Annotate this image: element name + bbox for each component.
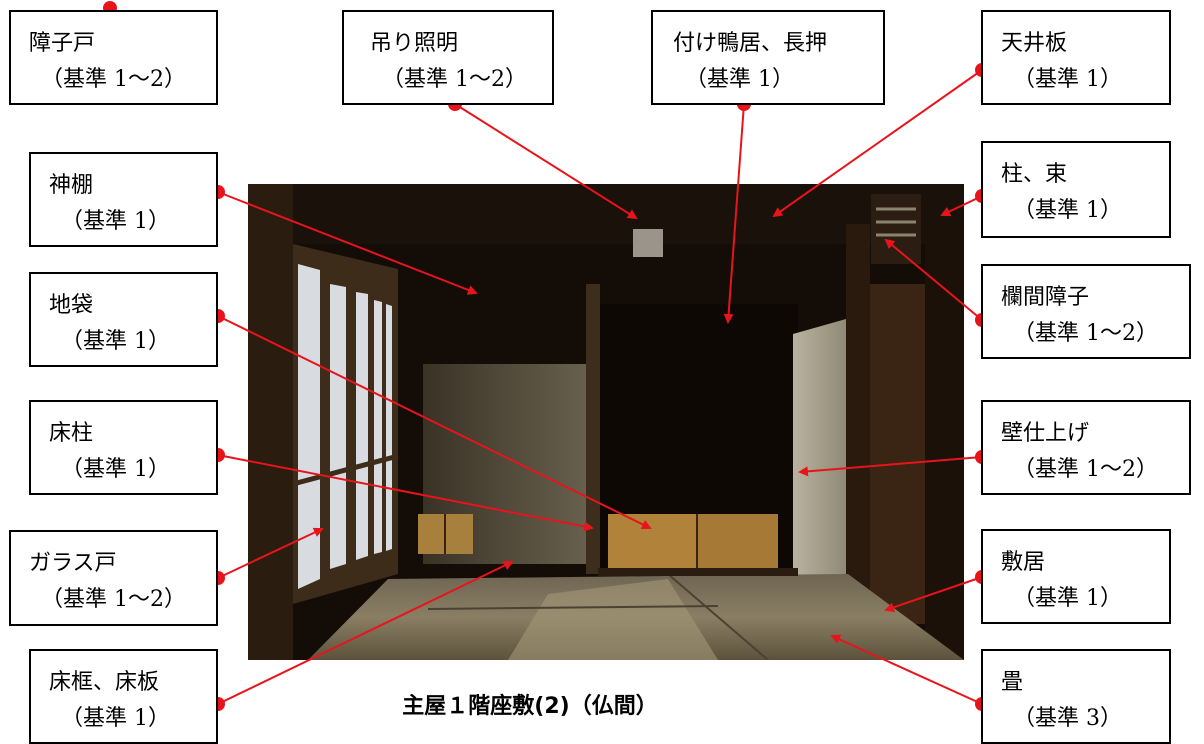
label-yukagamachi-name: 床框、床板 [49,670,160,695]
label-hashira-tsuka-name: 柱、束 [1001,162,1068,187]
leader-kabe [798,456,983,477]
label-jibukuro: 地袋 （基準 1） [29,272,218,367]
label-kabe-shiage-standard: （基準 1〜2） [1013,457,1158,482]
label-tokobashira-standard: （基準 1） [61,457,170,482]
leader-tatami [830,634,983,705]
room-photo [248,184,964,660]
leader-tsuri-shomei [454,103,638,220]
label-ranma-shoji-name: 欄間障子 [1001,285,1090,310]
label-yukagamachi-standard: （基準 1） [61,706,170,731]
label-kabe-shiage: 壁仕上げ （基準 1〜2） [981,400,1191,495]
leader-kamidana [217,191,478,295]
label-tatami-standard: （基準 3） [1013,706,1122,731]
label-tsukekamoi-standard: （基準 1） [685,67,794,92]
leader-yukagamachi [217,560,514,705]
label-tenjoita-standard: （基準 1） [1013,67,1122,92]
photo-caption-text: 主屋１階座敷(2)（仏間） [402,694,658,719]
label-hashira-tsuka: 柱、束 （基準 1） [981,141,1171,238]
label-shikii-standard: （基準 1） [1013,586,1122,611]
leader-tenjoita [772,69,983,218]
label-shoji-standard: （基準 1〜2） [41,67,186,92]
label-tsuri-shomei-name: 吊り照明 [370,31,459,56]
label-kamidana-name: 神棚 [49,173,94,198]
leader-garasudo [217,527,324,579]
leader-shikii [884,576,983,613]
leader-ranma [884,238,983,321]
label-shikii-name: 敷居 [1001,550,1046,575]
label-jibukuro-name: 地袋 [49,293,94,318]
label-tenjoita: 天井板 （基準 1） [981,10,1171,105]
label-tsuri-shomei-standard: （基準 1〜2） [382,67,527,92]
label-kamidana-standard: （基準 1） [61,209,170,234]
label-tenjoita-name: 天井板 [1001,31,1068,56]
label-garasudo: ガラス戸 （基準 1〜2） [9,530,218,626]
label-jibukuro-standard: （基準 1） [61,329,170,354]
label-shoji: 障子戸 （基準 1〜2） [9,10,218,105]
label-hashira-tsuka-standard: （基準 1） [1013,198,1122,223]
photo-caption: 主屋１階座敷(2)（仏間） [0,689,1204,725]
leader-hashira [940,195,983,217]
label-tsukekamoi-name: 付け鴨居、長押 [673,31,828,56]
label-kamidana: 神棚 （基準 1） [29,152,218,247]
label-shoji-name: 障子戸 [29,31,96,56]
label-yukagamachi: 床框、床板 （基準 1） [29,649,218,744]
label-ranma-shoji: 欄間障子 （基準 1〜2） [981,264,1191,359]
leader-tokobashira [217,454,594,532]
label-tsuri-shomei: 吊り照明 （基準 1〜2） [342,10,554,105]
label-shikii: 敷居 （基準 1） [981,529,1171,624]
leader-jibukuro [217,315,652,529]
label-tokobashira-name: 床柱 [49,421,94,446]
label-tokobashira: 床柱 （基準 1） [29,400,218,495]
leader-tsukekamoi [723,103,745,324]
label-kabe-shiage-name: 壁仕上げ [1001,421,1090,446]
label-ranma-shoji-standard: （基準 1〜2） [1013,321,1158,346]
label-tsukekamoi: 付け鴨居、長押 （基準 1） [651,10,885,105]
label-tatami: 畳 （基準 3） [981,649,1171,744]
label-tatami-name: 畳 [1001,670,1024,695]
label-garasudo-name: ガラス戸 [29,551,117,576]
label-garasudo-standard: （基準 1〜2） [41,587,186,612]
